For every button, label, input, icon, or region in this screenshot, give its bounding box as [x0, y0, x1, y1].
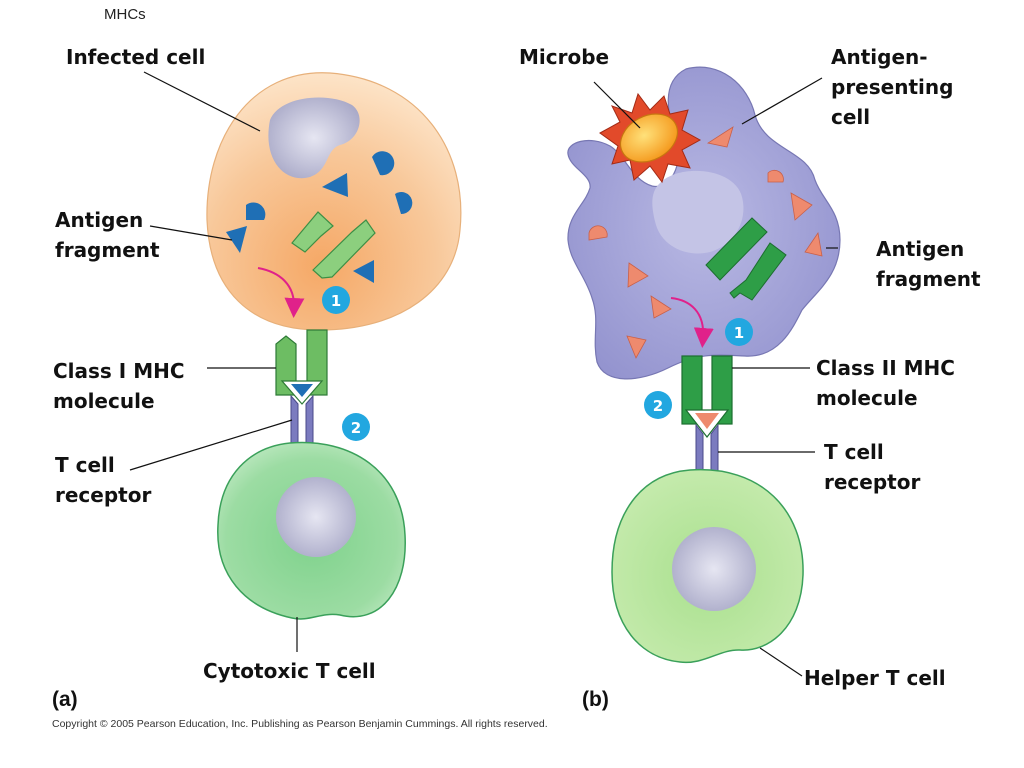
label-line: Antigen — [876, 237, 965, 261]
apc-nucleus — [652, 170, 744, 254]
leader-lines-a — [129, 71, 298, 652]
leader-lines-b — [593, 77, 838, 677]
step-2-badge-a: 2 — [342, 413, 370, 441]
antigen-fragments-salmon — [588, 126, 823, 359]
label-class-ii-mhc: Class II MHC molecule — [816, 353, 955, 413]
label-line: molecule — [816, 386, 918, 410]
label-line: T cell — [824, 440, 884, 464]
label-microbe: Microbe — [519, 45, 610, 69]
label-line: molecule — [53, 389, 155, 413]
processing-arrow-b — [670, 297, 714, 348]
slide-title: MHCs — [104, 6, 146, 23]
svg-text:2: 2 — [653, 397, 663, 415]
label-line: Class II MHC — [816, 356, 955, 380]
label-line: T cell — [55, 453, 115, 477]
label-line: fragment — [876, 267, 981, 291]
label-line: Class I MHC — [53, 359, 185, 383]
label-helper-t-cell: Helper T cell — [804, 666, 946, 690]
label-antigen-fragment-a: Antigen fragment — [55, 205, 160, 265]
label-line: Antigen- — [831, 45, 928, 69]
processing-arrow-a — [257, 267, 305, 318]
label-t-cell-receptor-b: T cell receptor — [824, 437, 920, 497]
mhc-fragments-internal-b — [705, 217, 787, 301]
label-line: receptor — [824, 470, 921, 494]
label-line: Antigen — [55, 208, 144, 232]
label-cytotoxic-t-cell: Cytotoxic T cell — [203, 659, 376, 683]
panel-tag-a: (a) — [52, 688, 78, 711]
step-2-badge-b: 2 — [644, 391, 672, 419]
cytotoxic-t-cell-nucleus — [276, 477, 356, 557]
t-cell-receptor-a — [290, 394, 314, 446]
svg-text:1: 1 — [734, 324, 744, 342]
label-line: cell — [831, 105, 871, 129]
class-i-mhc-molecule — [275, 329, 328, 405]
step-1-badge-a: 1 — [322, 286, 350, 314]
svg-text:1: 1 — [331, 292, 341, 310]
label-antigen-fragment-b: Antigen fragment — [876, 234, 981, 294]
infected-cell-nucleus — [268, 97, 360, 179]
antigen-fragments-blue — [226, 151, 413, 283]
label-line: receptor — [55, 483, 152, 507]
step-1-badge-b: 1 — [725, 318, 753, 346]
svg-text:2: 2 — [351, 419, 361, 437]
label-line: presenting — [831, 75, 954, 99]
label-t-cell-receptor-a: T cell receptor — [55, 450, 151, 510]
mhc-fragments-internal-a — [291, 211, 376, 279]
class-ii-mhc-molecule — [681, 355, 733, 438]
label-class-i-mhc: Class I MHC molecule — [53, 356, 185, 416]
panel-tag-b: (b) — [582, 688, 609, 711]
label-infected-cell: Infected cell — [66, 45, 206, 69]
label-line: fragment — [55, 238, 160, 262]
helper-t-cell-nucleus — [672, 527, 756, 611]
microbe — [599, 92, 702, 184]
label-antigen-presenting-cell: Antigen- presenting cell — [831, 42, 953, 132]
copyright-notice: Copyright © 2005 Pearson Education, Inc.… — [52, 718, 548, 730]
